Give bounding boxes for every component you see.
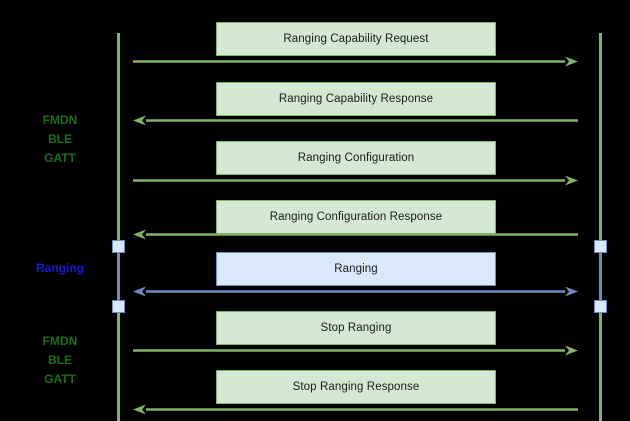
phase-fmdn-ble-gatt-teardown-line-1: BLE (48, 353, 72, 367)
msg-ranging-configuration-response-box: Ranging Configuration Response (216, 200, 496, 234)
phase-fmdn-ble-gatt-teardown-line-2: GATT (44, 372, 76, 386)
left-lifeline (117, 33, 120, 421)
phase-ranging: Ranging (8, 259, 112, 278)
right-lifeline (599, 33, 602, 421)
msg-stop-ranging-response-arrow-left-icon (133, 404, 578, 415)
msg-ranging-label: Ranging (334, 263, 378, 275)
phase-fmdn-ble-gatt-teardown-line-0: FMDN (42, 334, 78, 348)
phase-fmdn-ble-gatt-setup-line-0: FMDN (42, 113, 78, 127)
msg-stop-ranging-box: Stop Ranging (216, 311, 496, 345)
right-activation-box-start (594, 240, 607, 253)
msg-ranging-capability-response-box: Ranging Capability Response (216, 82, 496, 116)
phase-fmdn-ble-gatt-teardown: FMDN BLE GATT (8, 332, 112, 389)
phase-ranging-line-0: Ranging (36, 261, 84, 275)
phase-fmdn-ble-gatt-setup: FMDN BLE GATT (8, 111, 112, 168)
msg-ranging-configuration-response-arrow-left-icon (133, 229, 578, 240)
msg-ranging-configuration-arrow-right-icon (133, 175, 578, 186)
msg-ranging-capability-response-arrow-left-icon (133, 115, 578, 126)
left-activation-box-start (112, 240, 125, 253)
msg-stop-ranging-label: Stop Ranging (320, 322, 392, 334)
right-ranging-session-bar (599, 246, 602, 306)
msg-ranging-capability-request-arrow-right-icon (133, 56, 578, 67)
msg-stop-ranging-response-label: Stop Ranging Response (292, 381, 420, 393)
phase-fmdn-ble-gatt-setup-line-2: GATT (44, 151, 76, 165)
left-activation-box-end (112, 300, 125, 313)
msg-ranging-capability-request-box: Ranging Capability Request (216, 22, 496, 56)
left-ranging-session-bar (117, 246, 120, 306)
msg-ranging-box: Ranging (216, 252, 496, 286)
msg-stop-ranging-arrow-right-icon (133, 345, 578, 356)
msg-ranging-configuration-response-label: Ranging Configuration Response (269, 211, 443, 223)
msg-ranging-capability-request-label: Ranging Capability Request (283, 33, 429, 45)
phase-fmdn-ble-gatt-setup-line-1: BLE (48, 132, 72, 146)
msg-ranging-capability-response-label: Ranging Capability Response (278, 93, 434, 105)
msg-ranging-configuration-label: Ranging Configuration (297, 152, 415, 164)
right-activation-box-end (594, 300, 607, 313)
msg-ranging-configuration-box: Ranging Configuration (216, 141, 496, 175)
msg-stop-ranging-response-box: Stop Ranging Response (216, 370, 496, 404)
msg-ranging-arrow-both-icon (133, 286, 578, 297)
